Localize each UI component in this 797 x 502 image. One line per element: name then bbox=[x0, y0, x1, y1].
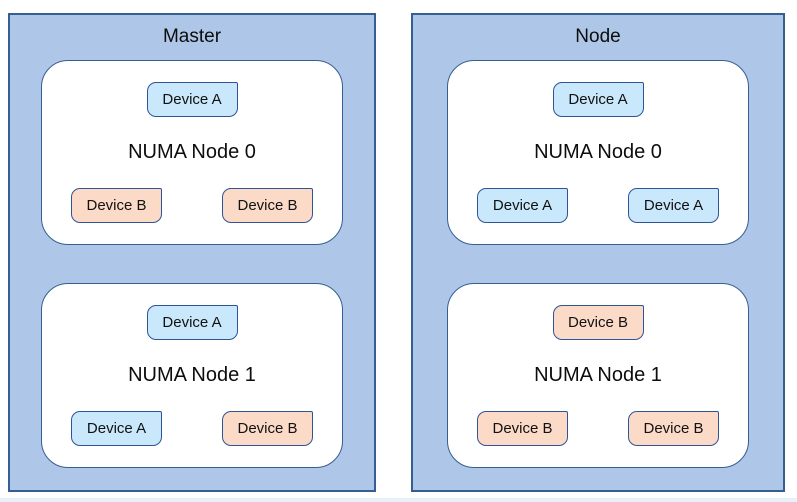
device-row-top: Device A bbox=[71, 305, 313, 340]
host-title-master: Master bbox=[162, 26, 222, 47]
device-row-bottom: Device A Device B bbox=[71, 411, 313, 446]
numa-node-label: NUMA Node 1 bbox=[128, 364, 256, 386]
numa-node-box-node-1: Device B NUMA Node 1 Device B Device B bbox=[447, 283, 749, 468]
device-row-top: Device A bbox=[71, 82, 313, 117]
device-box: Device B bbox=[222, 411, 313, 446]
device-row-top: Device A bbox=[477, 82, 719, 117]
numa-node-label: NUMA Node 1 bbox=[534, 364, 662, 386]
device-box: Device B bbox=[628, 411, 719, 446]
device-box: Device A bbox=[71, 411, 162, 446]
device-box: Device A bbox=[146, 305, 238, 340]
numa-node-box-master-0: Device A NUMA Node 0 Device B Device B bbox=[41, 60, 343, 245]
window-bottom-edge bbox=[0, 498, 797, 502]
device-row-bottom: Device B Device B bbox=[477, 411, 719, 446]
device-box: Device B bbox=[71, 188, 162, 223]
device-box: Device A bbox=[628, 188, 719, 223]
host-title-node: Node bbox=[575, 26, 621, 47]
device-box: Device A bbox=[146, 82, 238, 117]
device-row-top: Device B bbox=[477, 305, 719, 340]
numa-node-box-node-0: Device A NUMA Node 0 Device A Device A bbox=[447, 60, 749, 245]
numa-node-label: NUMA Node 0 bbox=[128, 141, 256, 163]
host-group-master: Master Device A NUMA Node 0 Device B Dev… bbox=[8, 13, 376, 492]
device-box: Device B bbox=[477, 411, 568, 446]
host-group-node: Node Device A NUMA Node 0 Device A Devic… bbox=[411, 13, 785, 492]
numa-node-label: NUMA Node 0 bbox=[534, 141, 662, 163]
device-box: Device A bbox=[477, 188, 568, 223]
device-row-bottom: Device B Device B bbox=[71, 188, 313, 223]
device-row-bottom: Device A Device A bbox=[477, 188, 719, 223]
device-box: Device A bbox=[552, 82, 644, 117]
device-box: Device B bbox=[552, 305, 644, 340]
numa-node-box-master-1: Device A NUMA Node 1 Device A Device B bbox=[41, 283, 343, 468]
device-box: Device B bbox=[222, 188, 313, 223]
